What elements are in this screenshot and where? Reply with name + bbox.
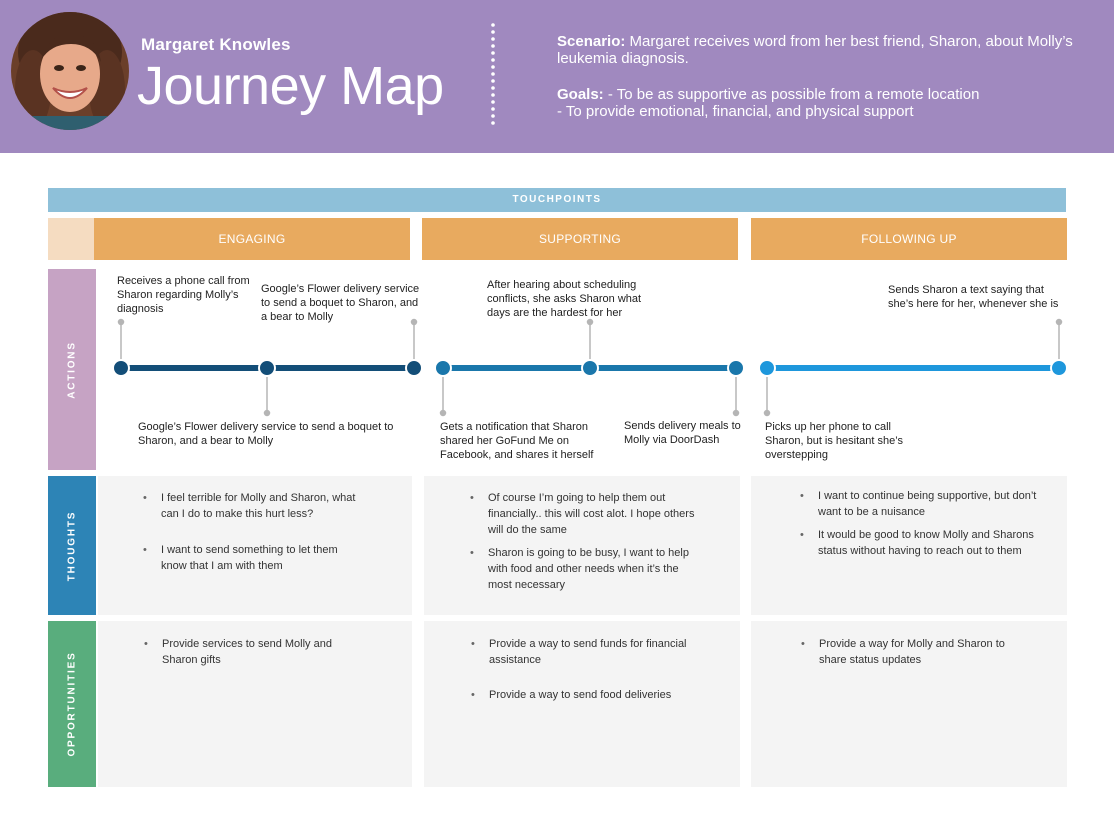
timeline-node-8	[1050, 359, 1068, 377]
stem-dot-5	[586, 318, 594, 326]
action-1: Receives a phone call from Sharon regard…	[117, 275, 250, 315]
touchpoints-bar: TOUCHPOINTS	[48, 188, 1066, 212]
thought-item: I feel terrible for Molly and Sharon, wh…	[143, 490, 363, 522]
divider-dot	[491, 51, 495, 55]
stem-dot-4	[439, 409, 447, 417]
divider-dot	[491, 30, 495, 34]
stem-dot-6	[732, 409, 740, 417]
phase-supporting: SUPPORTING	[422, 218, 738, 260]
divider-dot	[491, 107, 495, 111]
opportunity-item: Provide a way for Molly and Sharon to sh…	[801, 636, 1021, 668]
divider-dot	[491, 58, 495, 62]
header-banner: Margaret Knowles Journey Map Scenario: M…	[0, 0, 1114, 153]
scenario-text: Margaret receives word from her best fri…	[557, 33, 1073, 67]
action-3: Google’s Flower delivery service to send…	[138, 421, 394, 447]
phase-following-up: FOLLOWING UP	[751, 218, 1067, 260]
avatar	[11, 12, 129, 130]
thought-item: Of course I’m going to help them out fin…	[470, 490, 702, 538]
stem-dot-7	[763, 409, 771, 417]
scenario-label: Scenario:	[557, 33, 626, 50]
persona-photo-icon	[11, 12, 129, 130]
action-8: Sends Sharon a text saying that she’s he…	[888, 284, 1059, 310]
scenario: Scenario: Margaret receives word from he…	[557, 33, 1097, 67]
opportunities-following-up: Provide a way for Molly and Sharon to sh…	[751, 621, 1067, 787]
opportunity-item: Provide services to send Molly and Sharo…	[144, 636, 344, 668]
thought-item: I want to continue being supportive, but…	[800, 488, 1046, 520]
thoughts-engaging: I feel terrible for Molly and Sharon, wh…	[98, 476, 412, 615]
divider-dot	[491, 37, 495, 41]
goals-line-2: - To provide emotional, financial, and p…	[557, 103, 914, 120]
divider-dot	[491, 121, 495, 125]
row-label-thoughts: THOUGHTS	[48, 476, 96, 615]
timeline-node-6	[727, 359, 745, 377]
goals: Goals: - To be as supportive as possible…	[557, 86, 1097, 120]
divider-dot	[491, 23, 495, 27]
timeline-node-2	[258, 359, 276, 377]
opportunity-item: Provide a way to send food deliveries	[471, 687, 711, 703]
action-6: Sends delivery meals to Molly via DoorDa…	[624, 420, 741, 446]
phase-engaging: ENGAGING	[94, 218, 410, 260]
action-4: Gets a notification that Sharon shared h…	[440, 421, 594, 461]
timeline-node-4	[434, 359, 452, 377]
divider-dot	[491, 65, 495, 69]
action-5: After hearing about scheduling conflicts…	[487, 279, 642, 319]
opportunity-item: Provide a way to send funds for financia…	[471, 636, 711, 668]
goals-label: Goals:	[557, 86, 604, 103]
persona-name: Margaret Knowles	[141, 35, 291, 54]
phase-corner	[48, 218, 94, 260]
timeline-node-1	[112, 359, 130, 377]
divider-dot	[491, 86, 495, 90]
thought-item: It would be good to know Molly and Sharo…	[800, 527, 1046, 559]
opportunities-engaging: Provide services to send Molly and Sharo…	[98, 621, 412, 787]
stem-dot-8	[1055, 318, 1063, 326]
timeline-node-5	[581, 359, 599, 377]
divider-dot	[491, 44, 495, 48]
divider-dot	[491, 72, 495, 76]
thought-item: I want to send something to let them kno…	[143, 542, 363, 574]
row-label-opportunities: OPPORTUNITIES	[48, 621, 96, 787]
timeline-node-7	[758, 359, 776, 377]
stem-dot-1	[117, 318, 125, 326]
divider-dot	[491, 100, 495, 104]
page-title: Journey Map	[137, 56, 444, 116]
thought-item: Sharon is going to be busy, I want to he…	[470, 545, 702, 593]
thoughts-supporting: Of course I’m going to help them out fin…	[424, 476, 740, 615]
opportunities-supporting: Provide a way to send funds for financia…	[424, 621, 740, 787]
divider-dot	[491, 79, 495, 83]
goals-line-1: - To be as supportive as possible from a…	[603, 86, 980, 103]
stem-dot-2	[263, 409, 271, 417]
action-7: Picks up her phone to call Sharon, but i…	[765, 421, 903, 461]
row-label-actions: ACTIONS	[48, 269, 96, 470]
action-2: Google’s Flower delivery service to send…	[261, 283, 420, 323]
divider-dot	[491, 93, 495, 97]
dotted-divider-icon	[491, 23, 495, 125]
divider-dot	[491, 114, 495, 118]
stem-dot-3	[410, 318, 418, 326]
thoughts-following-up: I want to continue being supportive, but…	[751, 476, 1067, 615]
timeline-node-3	[405, 359, 423, 377]
